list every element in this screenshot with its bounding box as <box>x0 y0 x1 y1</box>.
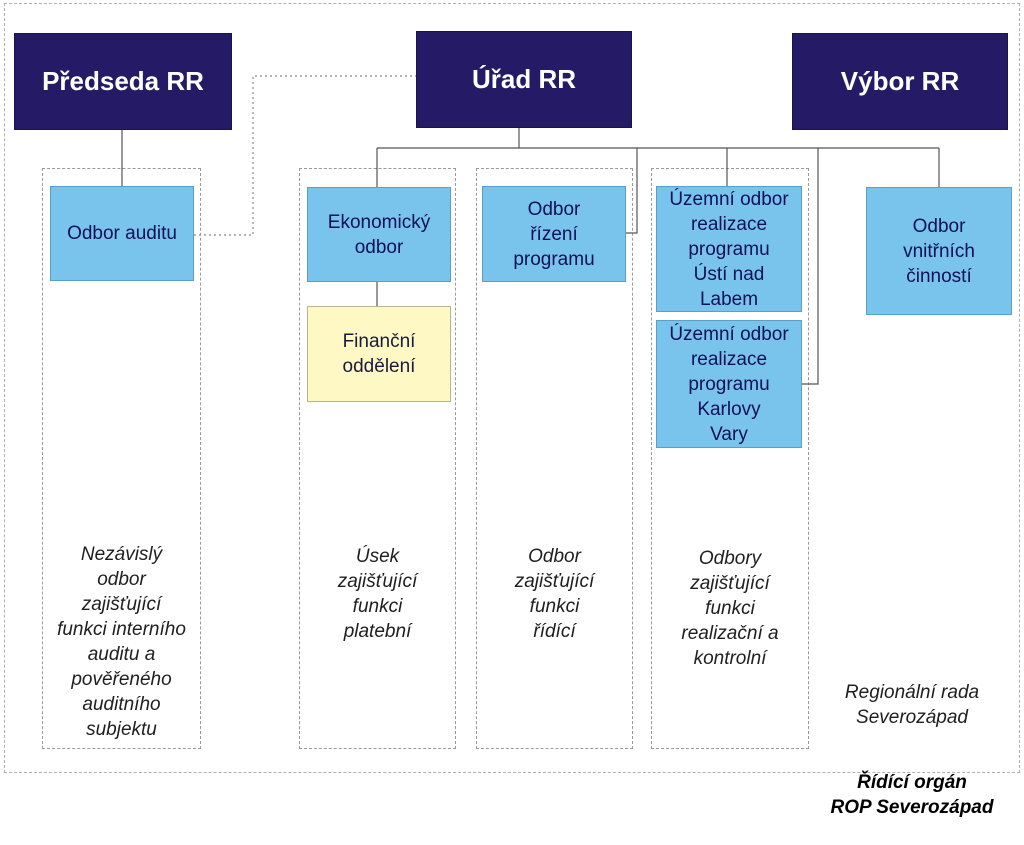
realizacni-group-frame <box>651 168 809 749</box>
connector-lines <box>121 75 940 385</box>
connector-to-rizeni <box>626 148 638 234</box>
ridici-group-caption: Odbor zajišťující funkci řídící <box>514 546 595 642</box>
predseda-rr-box: Předseda RR <box>14 33 232 130</box>
footer-block: Regionální rada Severozápad Řídící orgán… <box>812 655 1012 845</box>
financni-oddeleni-box: Finanční oddělení <box>307 306 451 402</box>
vybor-rr-box: Výbor RR <box>792 33 1008 130</box>
uzemni-odbor-usti-box: Územní odbor realizace programu Ústí nad… <box>656 186 802 312</box>
audit-group-caption: Nezávislý odbor zajišťující funkci inter… <box>57 544 186 740</box>
connector-to-karlovy <box>802 148 819 385</box>
realizacni-group-caption: Odbory zajišťující funkci realizační a k… <box>681 548 779 669</box>
odbor-auditu-box: Odbor auditu <box>50 186 194 281</box>
ekonomicky-odbor-box: Ekonomický odbor <box>307 187 451 282</box>
uzemni-odbor-karlovy-box: Územní odbor realizace programu Karlovy … <box>656 320 802 448</box>
footer-organization-role: Řídící orgán ROP Severozápad <box>830 772 994 818</box>
odbor-rizeni-programu-box: Odbor řízení programu <box>482 186 626 282</box>
ridici-group-frame <box>476 168 633 749</box>
platebni-group-caption: Úsek zajišťující funkci platební <box>337 546 418 642</box>
outer-frame <box>4 3 1020 773</box>
odbor-vnitrnich-cinnosti-box: Odbor vnitřních činností <box>866 187 1012 315</box>
urad-rr-box: Úřad RR <box>416 31 632 128</box>
footer-organization-name: Regionální rada Severozápad <box>844 682 980 728</box>
org-chart: Předseda RR Úřad RR Výbor RR Odbor audit… <box>4 3 1020 818</box>
